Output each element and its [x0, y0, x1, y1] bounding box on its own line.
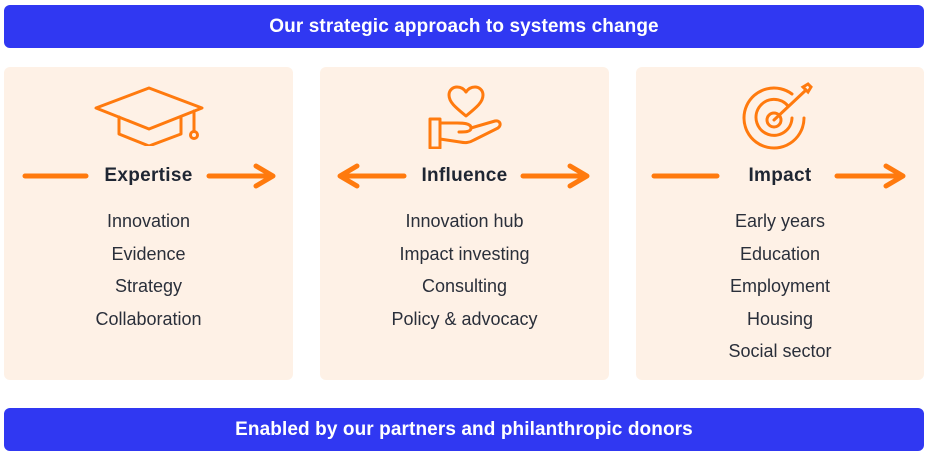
- panel-influence: Influence Innovation hub Impact investin…: [320, 67, 609, 380]
- list-item: Innovation: [106, 211, 191, 231]
- list-item: Housing: [746, 308, 814, 329]
- hand-heart-icon: [428, 85, 502, 149]
- list-item: Social sector: [728, 341, 832, 361]
- impact-list: Early years Education Employment Housing…: [636, 205, 924, 368]
- footer-title: Enabled by our partners and philanthropi…: [235, 418, 693, 440]
- panel-impact: Impact Early years Education Employment …: [636, 67, 924, 380]
- expertise-list: Innovation Evidence Strategy Collaborati…: [4, 205, 293, 335]
- line-left-icon: [22, 173, 89, 179]
- arrow-right-icon: [834, 163, 906, 189]
- header-banner: Our strategic approach to systems change: [4, 5, 924, 48]
- list-item: Collaboration: [95, 308, 202, 329]
- header-title: Our strategic approach to systems change: [269, 15, 659, 37]
- footer-banner: Enabled by our partners and philanthropi…: [4, 408, 924, 451]
- line-left-icon: [651, 173, 720, 179]
- impact-header-row: Impact: [636, 161, 924, 191]
- list-item: Impact investing: [399, 243, 530, 264]
- panel-expertise: Expertise Innovation Evidence Strategy C…: [4, 67, 293, 380]
- list-item: Strategy: [114, 276, 183, 296]
- list-item: Policy & advocacy: [391, 308, 538, 329]
- panel-heading: Expertise: [104, 165, 193, 186]
- arrow-right-icon: [520, 163, 590, 189]
- influence-header-row: Influence: [320, 161, 609, 191]
- influence-list: Innovation hub Impact investing Consulti…: [320, 205, 609, 335]
- expertise-header-row: Expertise: [4, 161, 293, 191]
- list-item: Innovation hub: [405, 211, 524, 231]
- list-item: Education: [739, 243, 821, 264]
- list-item: Consulting: [421, 276, 508, 296]
- target-dart-icon: [742, 82, 813, 150]
- list-item: Early years: [734, 211, 826, 231]
- panel-heading: Influence: [421, 165, 508, 186]
- graduation-cap-icon: [94, 86, 203, 146]
- arrow-right-icon: [206, 163, 276, 189]
- list-item: Evidence: [111, 243, 186, 264]
- list-item: Employment: [729, 276, 831, 296]
- panel-heading: Impact: [748, 165, 812, 186]
- arrow-left-icon: [337, 163, 407, 189]
